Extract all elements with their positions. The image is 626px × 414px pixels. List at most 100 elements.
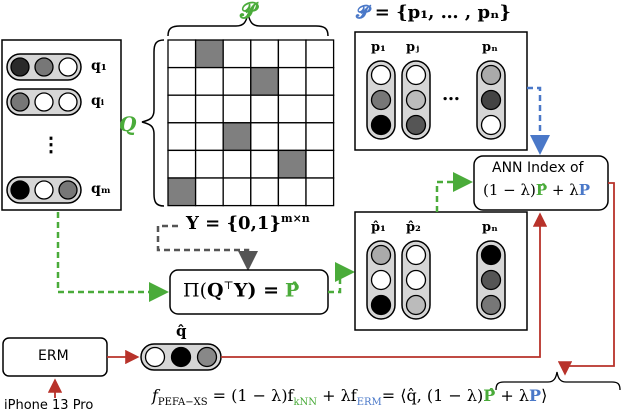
pefa-xs-formula: fPEFA−XS = (1 − λ)fkNN + λfERM= ⟨q̂, (1 … (152, 386, 547, 408)
pn-circle (480, 114, 502, 136)
p-brace-label: 𝓟 (240, 0, 256, 24)
matrix-cell (277, 66, 307, 96)
qm-circle (10, 180, 30, 200)
pj-label: pⱼ (406, 40, 420, 55)
matrix-cell (277, 39, 307, 69)
qhat-circle (196, 346, 218, 368)
matrix-cell (305, 94, 335, 124)
matrix-cell (277, 94, 307, 124)
matrix-cell-filled (222, 122, 252, 152)
ann-formula-p: 𝐏 (578, 181, 591, 199)
pj-circle (405, 114, 427, 136)
p1-circle (370, 64, 392, 86)
pn-circle (480, 89, 502, 111)
pn2-circle (480, 269, 502, 291)
matrix-cell (305, 39, 335, 69)
pn-circle (480, 64, 502, 86)
erm-label: ERM (38, 348, 69, 364)
matrix-cell (305, 66, 335, 96)
q1-circle (10, 57, 30, 77)
p-definition-lhs: 𝓟 (356, 2, 369, 23)
q-brace-label: 𝑸 (119, 112, 137, 136)
projection-y: 𝐘) = (233, 279, 279, 302)
y-to-projection-arrow (156, 224, 258, 271)
formula-phat: 𝐏̂ (483, 386, 496, 405)
matrix-cell (167, 149, 197, 179)
matrix-cell (167, 94, 197, 124)
matrix-cell (305, 149, 335, 179)
p1-circle (370, 89, 392, 111)
p-dots: … (442, 84, 460, 105)
phat1-circle (370, 244, 392, 266)
matrix-cell (277, 122, 307, 152)
qhat-label: q̂ (176, 322, 187, 340)
matrix-cell-filled (277, 149, 307, 179)
projection-q: 𝐐 (206, 279, 224, 302)
matrix-cell (305, 122, 335, 152)
qi-circle (10, 92, 30, 112)
q1-circle (34, 57, 54, 77)
p-top-brace (167, 13, 329, 37)
p1-label: p₁ (371, 40, 386, 55)
phat-to-ann-arrow (435, 172, 473, 212)
qi-label: qᵢ (91, 93, 105, 109)
pj-circle (405, 64, 427, 86)
matrix-cell (222, 177, 252, 207)
qm-label: qₘ (91, 181, 111, 197)
projection-transpose: ⊤ (223, 279, 234, 292)
circle-group (10, 57, 506, 368)
formula-brace (495, 371, 621, 391)
phat2-circle (405, 294, 427, 316)
device-label: iPhone 13 Pro (4, 398, 94, 413)
matrix-cell (194, 94, 224, 124)
pn-label: pₙ (482, 40, 498, 55)
phat2-circle (405, 269, 427, 291)
formula-part3: = ⟨q̂, (1 − λ) (381, 386, 484, 405)
qm-circle (34, 180, 54, 200)
formula-p: 𝐏 (529, 386, 542, 405)
ann-to-formula-arrow (557, 182, 615, 376)
qhat-circle (144, 346, 166, 368)
matrix-cell (167, 66, 197, 96)
phat2-circle (405, 244, 427, 266)
query-to-projection-arrow (56, 212, 169, 302)
qi-circle (34, 92, 54, 112)
phat1-circle (370, 294, 392, 316)
formula-end: ⟩ (541, 386, 548, 405)
matrix-cell (167, 122, 197, 152)
matrix-cell-filled (250, 66, 280, 96)
p-definition: 𝓟 = {p₁, … , pₙ} (356, 2, 511, 23)
matrix-cell-filled (194, 39, 224, 69)
projection-to-phat-arrow (328, 262, 355, 294)
formula-sub-knn: kNN (293, 397, 318, 409)
p1-circle (370, 114, 392, 136)
y-definition-sup: m×n (280, 212, 310, 225)
matrix-cell (222, 39, 252, 69)
matrix-cell (305, 177, 335, 207)
ann-formula-plus: + λ (547, 181, 579, 199)
y-definition: 𝐘 = {0,1}m×n (186, 212, 310, 234)
matrix-cell (194, 177, 224, 207)
matrix-cell (167, 39, 197, 69)
phat1-circle (370, 269, 392, 291)
matrix-cell (250, 122, 280, 152)
matrix-cell (250, 177, 280, 207)
matrix-cell-filled (167, 177, 197, 207)
matrix-cell (222, 66, 252, 96)
p-definition-rhs: = {p₁, … , pₙ} (374, 2, 511, 23)
projection-pi: Π( (183, 279, 207, 302)
matrix-cell (194, 149, 224, 179)
phat1-label: p̂₁ (371, 220, 386, 235)
formula-sub-pefa: PEFA−XS (157, 397, 208, 409)
qhat-to-ann-arrow (221, 212, 548, 358)
qhat-circle (170, 346, 192, 368)
projection-formula: Π(𝐐⊤𝐘) = 𝐏̂ (183, 279, 299, 301)
q-left-brace (141, 39, 165, 207)
qm-circle (58, 180, 78, 200)
ann-formula-coef: (1 − λ) (483, 181, 536, 199)
formula-part2: + λf (317, 386, 357, 405)
pn2-circle (480, 294, 502, 316)
pn2-circle (480, 244, 502, 266)
pn2-label: pₙ (482, 220, 498, 235)
y-definition-text: 𝐘 = {0,1} (186, 213, 281, 234)
